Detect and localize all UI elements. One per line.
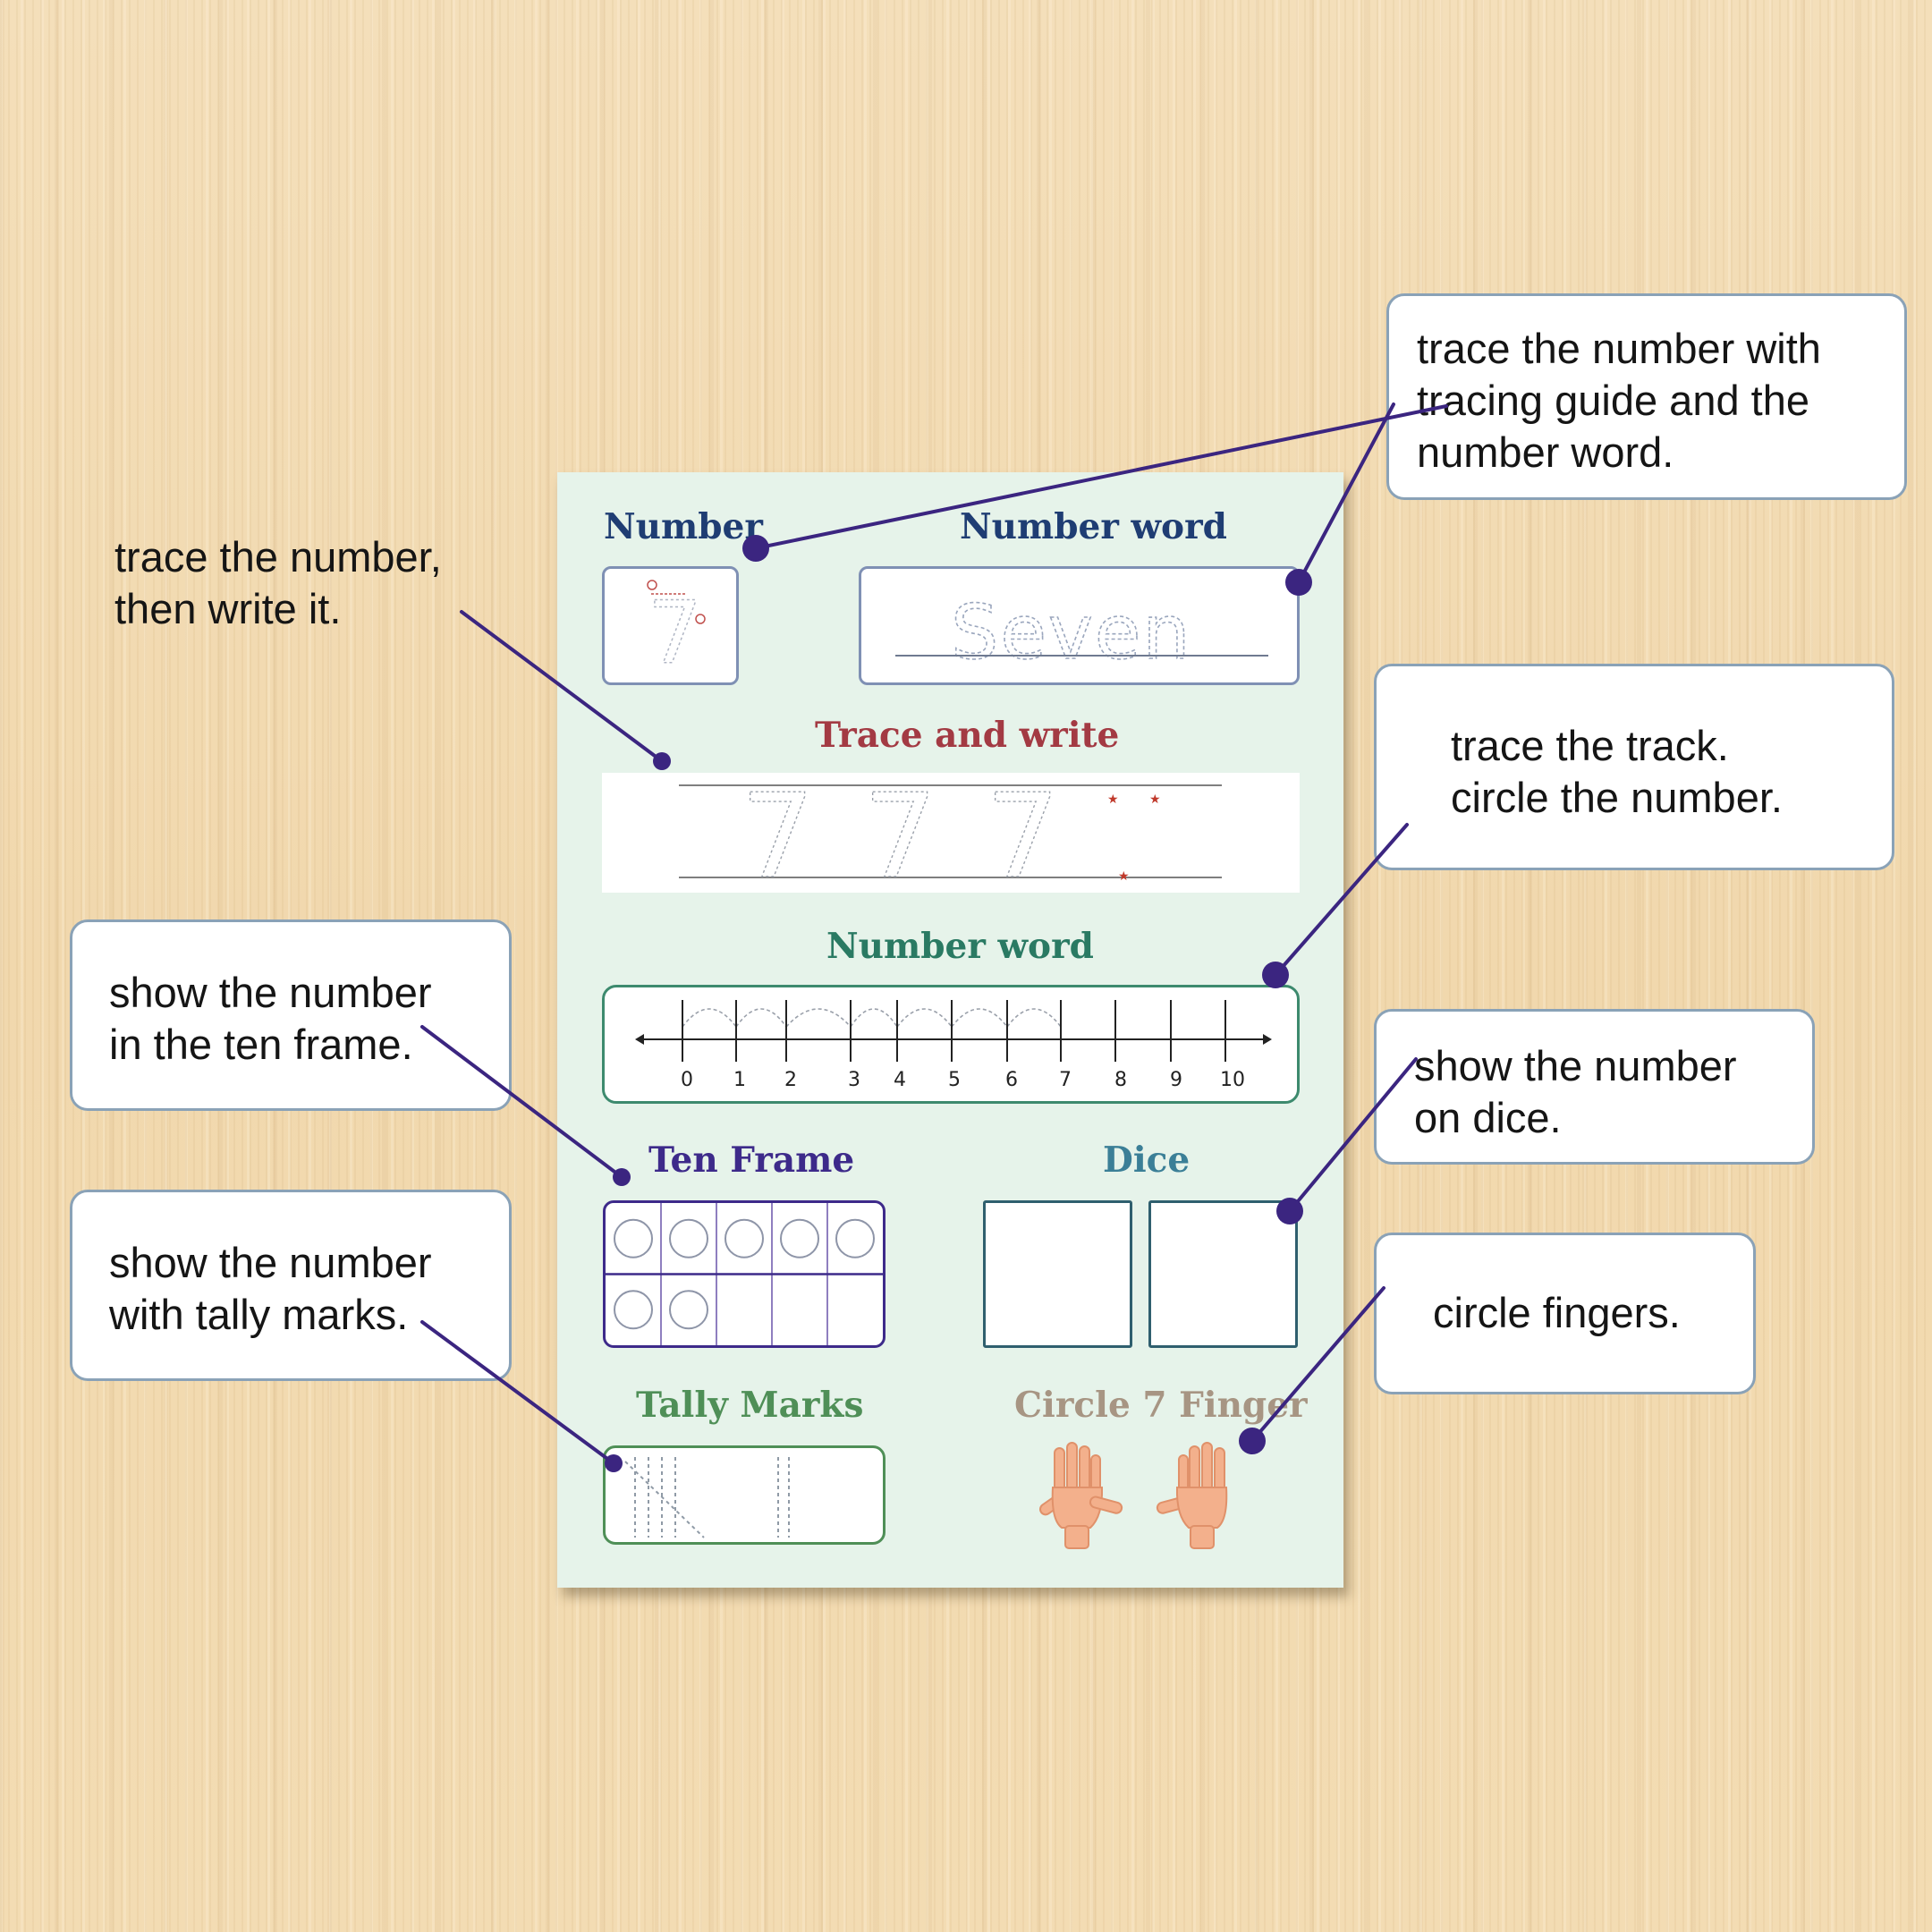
number-line-label-7[interactable]: 7 [1059,1069,1072,1091]
svg-text:★: ★ [1118,869,1130,884]
label-trace-then-write: trace the number, then write it. [114,533,442,632]
tally-marks-box[interactable] [603,1445,886,1545]
number-line-hop-3 [785,1008,852,1028]
number-word-tracing-box[interactable]: Seven [859,566,1300,685]
number-line-label-8[interactable]: 8 [1114,1069,1127,1091]
number-line-label-2[interactable]: 2 [784,1069,797,1091]
ten-frame-counters [614,1218,875,1330]
ten-frame-counter-3[interactable] [724,1218,764,1258]
dice-box-left[interactable] [983,1200,1132,1348]
number-line-hop-7 [1006,1008,1062,1028]
number-line-hops [682,1008,1062,1028]
worksheet-page: Number 7 Number word Seven Trace and wri… [557,472,1343,1588]
number-word-tracing-guide: Seven [895,588,1268,677]
number-line-hop-1 [682,1008,737,1028]
ten-frame-cells [606,1203,883,1345]
callout-tally: show the number with tally marks. [70,1190,512,1381]
tally-marks-guide [624,1457,790,1538]
number-line-hop-6 [951,1008,1008,1028]
trace-digit-3: 7 [986,768,1060,904]
tally-marks-heading: Tally Marks [636,1385,864,1426]
number-line-hop-4 [850,1008,898,1028]
left-hand-icon[interactable] [1031,1442,1123,1550]
number-line-label-3[interactable]: 3 [848,1069,860,1091]
number-line-hop-2 [735,1008,787,1028]
ten-frame-counter-6[interactable] [614,1290,653,1330]
svg-text:★: ★ [1107,792,1119,807]
number-line-label-9[interactable]: 9 [1170,1069,1182,1091]
number-tracing-guide: 7 [647,580,706,684]
callout-trace-track: trace the track. circle the number. [1374,664,1894,870]
trace-and-write-heading: Trace and write [815,715,1120,756]
ten-frame[interactable] [603,1200,886,1348]
number-tracing-box[interactable]: 7 [602,566,739,685]
ten-frame-heading: Ten Frame [648,1140,855,1181]
circle-fingers-heading: Circle 7 Finger [1014,1385,1308,1426]
callout-ten-frame: show the number in the ten frame. [70,919,512,1111]
number-line-label-10[interactable]: 10 [1220,1069,1245,1091]
svg-text:★: ★ [1149,792,1161,807]
dice-heading: Dice [1103,1140,1191,1181]
number-line-hop-5 [896,1008,953,1028]
number-word-trace-text: Seven [951,589,1192,676]
number-line-label-1[interactable]: 1 [733,1069,746,1091]
callout-dice: show the number on dice. [1374,1009,1815,1165]
number-word-heading: Number word [960,506,1227,547]
callout-fingers: circle fingers. [1374,1233,1756,1394]
dice-box-right[interactable] [1148,1200,1298,1348]
number-heading: Number [604,506,763,547]
trace-digit-1: 7 [741,768,815,904]
number-line-ticks [682,1000,1226,1062]
ten-frame-counter-1[interactable] [614,1218,653,1258]
number-tracing-glyph: 7 [648,583,702,683]
number-line-labels: 0 1 2 3 4 5 6 7 8 9 10 [681,1069,1245,1091]
number-line-heading: Number word [826,926,1094,967]
number-line-label-4[interactable]: 4 [894,1069,906,1091]
ten-frame-grid [606,1203,883,1345]
ten-frame-counter-5[interactable] [835,1218,875,1258]
number-line[interactable]: 0 1 2 3 4 5 6 7 8 9 10 [605,987,1302,1106]
ten-frame-counter-4[interactable] [780,1218,819,1258]
number-line-label-6[interactable]: 6 [1005,1069,1018,1091]
number-line-label-5[interactable]: 5 [948,1069,961,1091]
number-line-box[interactable]: 0 1 2 3 4 5 6 7 8 9 10 [602,985,1300,1104]
ten-frame-counter-2[interactable] [669,1218,708,1258]
right-hand-icon[interactable] [1156,1442,1248,1550]
callout-trace-number-guide: trace the number with tracing guide and … [1386,293,1907,500]
ten-frame-counter-7[interactable] [669,1290,708,1330]
trace-digit-2: 7 [863,768,937,904]
number-line-label-0[interactable]: 0 [681,1069,693,1091]
